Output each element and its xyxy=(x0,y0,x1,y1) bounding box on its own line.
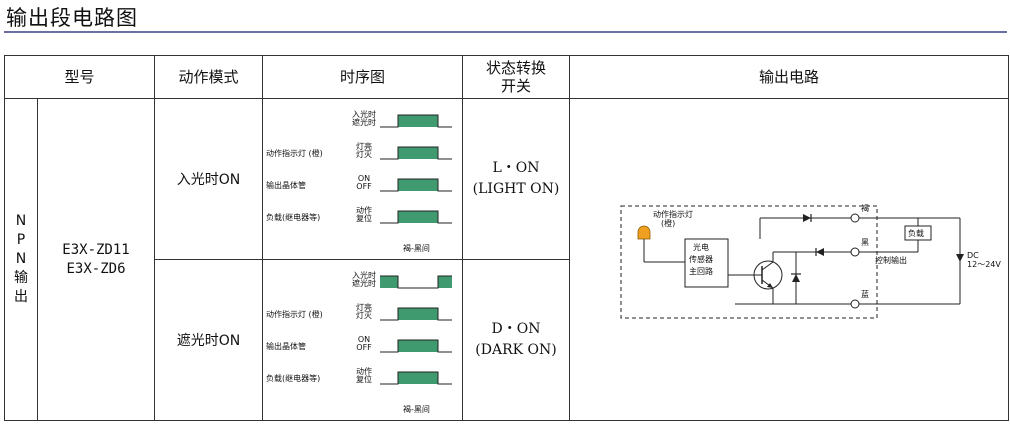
switch-dark-on-line2: (DARK ON) xyxy=(475,342,557,358)
page-title: 输出段电路图 xyxy=(6,6,138,30)
wire-blue-label: 蓝 xyxy=(861,289,870,299)
timing-footer: 褐-黑间 xyxy=(403,405,430,414)
timing-state-label: ON xyxy=(357,335,371,344)
control-output-label: 控制输出 xyxy=(875,255,908,265)
header-circuit: 输出电路 xyxy=(569,55,1010,99)
timing-signal-label: 输出晶体管 xyxy=(266,342,307,351)
timing-states: 动作复位 xyxy=(352,207,376,223)
header-mode: 动作模式 xyxy=(154,55,264,99)
load-label: 负载 xyxy=(908,228,925,238)
mode-cell-light-on: 入光时ON xyxy=(154,98,264,260)
timing-pulse xyxy=(398,372,439,384)
timing-pulse xyxy=(398,211,439,223)
timing-signal-label: 负载(继电器等) xyxy=(266,213,321,222)
output-type-label: NPN输出 xyxy=(14,213,28,305)
timing-state-label: 复位 xyxy=(356,214,373,223)
timing-waveform xyxy=(380,178,453,192)
timing-waveform xyxy=(380,210,453,224)
timing-states: 灯亮灯灭 xyxy=(352,143,376,159)
indicator-lamp-icon xyxy=(637,225,651,239)
dc-label: DC xyxy=(967,250,979,260)
timing-state-label: 灯亮 xyxy=(356,303,373,312)
timing-state-label: 灯亮 xyxy=(356,142,373,151)
timing-states: 灯亮灯灭 xyxy=(352,304,376,320)
circuit-diagram xyxy=(620,205,965,318)
timing-footer: 褐-黑间 xyxy=(403,244,430,253)
timing-signal-label: 输出晶体管 xyxy=(266,181,307,190)
header-switch: 状态转换 开关 xyxy=(462,55,571,99)
main-circuit-label-1: 光电 xyxy=(693,242,710,252)
timing-state-label: 遮光时 xyxy=(352,279,377,288)
timing-signal-label: 动作指示灯 (橙) xyxy=(266,149,323,158)
timing-waveform xyxy=(380,114,453,128)
timing-states: 动作复位 xyxy=(352,368,376,384)
switch-cell-dark-on: D・ON (DARK ON) xyxy=(462,259,571,421)
timing-state-label: ON xyxy=(357,174,371,183)
timing-waveforms xyxy=(380,114,453,224)
header-switch-text: 状态转换 开关 xyxy=(486,59,547,95)
header-timing: 时序图 xyxy=(262,55,464,99)
timing-state-label: 灯灭 xyxy=(356,150,373,159)
timing-state-label: 复位 xyxy=(356,375,373,384)
timing-states: 入光时遮光时 xyxy=(352,111,376,127)
timing-state-label: 遮光时 xyxy=(352,118,377,127)
timing-pulse xyxy=(398,179,439,191)
indicator-label-1: 动作指示灯 xyxy=(653,209,694,219)
dc-range-label: 12～24V xyxy=(967,259,1001,269)
timing-state-label: 动作 xyxy=(356,367,373,376)
mode-cell-dark-on: 遮光时ON xyxy=(154,259,264,421)
timing-pulse xyxy=(398,115,439,127)
timing-states: 入光时遮光时 xyxy=(352,272,376,288)
output-circuit-table: 型号 动作模式 时序图 状态转换 开关 输出电路 NPN输出 E3X-ZD11 … xyxy=(3,55,1010,421)
timing-waveform xyxy=(380,307,453,321)
timing-waveforms xyxy=(380,275,453,385)
timing-waveform xyxy=(380,371,453,385)
circuit-cell: 动作指示灯 (橙) 光电 传感器 主回路 褐 黑 蓝 负载 控制输出 DC 12… xyxy=(569,98,1010,421)
timing-pulse xyxy=(438,276,453,288)
timing-pulse xyxy=(398,308,439,320)
timing-signal-label: 动作指示灯 (橙) xyxy=(266,310,323,319)
model-cell: E3X-ZD11 E3X-ZD6 xyxy=(36,98,156,421)
timing-state-label: 灯灭 xyxy=(356,311,373,320)
npn-output-circuit: 动作指示灯 (橙) 光电 传感器 主回路 褐 黑 蓝 负载 控制输出 DC 12… xyxy=(615,196,1010,324)
timing-waveform xyxy=(380,275,453,289)
timing-state-label: OFF xyxy=(356,182,372,191)
switch-light-on-line2: (LIGHT ON) xyxy=(472,181,560,197)
main-circuit-label-2: 传感器 xyxy=(689,254,714,264)
title-rule xyxy=(4,31,1007,33)
timing-pulse xyxy=(398,147,439,159)
output-type-cell: NPN输出 xyxy=(4,98,38,421)
timing-pulse xyxy=(380,276,399,288)
timing-state-label: 动作 xyxy=(356,206,373,215)
wire-brown-label: 褐 xyxy=(861,203,870,213)
switch-dark-on-line1: D・ON xyxy=(491,321,541,337)
timing-pulse xyxy=(398,340,439,352)
timing-waveform xyxy=(380,146,453,160)
main-circuit-label-3: 主回路 xyxy=(689,266,714,276)
model-2: E3X-ZD6 xyxy=(66,260,126,277)
wire-black-label: 黑 xyxy=(861,237,870,247)
switch-light-on-line1: L・ON xyxy=(492,160,540,176)
timing-state-label: 入光时 xyxy=(352,271,377,280)
timing-waveform xyxy=(380,339,453,353)
model-1: E3X-ZD11 xyxy=(62,241,130,258)
header-model: 型号 xyxy=(3,55,156,99)
indicator-label-2: (橙) xyxy=(661,218,676,228)
timing-state-label: 入光时 xyxy=(352,110,377,119)
timing-state-label: OFF xyxy=(356,343,372,352)
switch-cell-light-on: L・ON (LIGHT ON) xyxy=(462,98,571,260)
timing-signal-label: 负载(继电器等) xyxy=(266,374,321,383)
